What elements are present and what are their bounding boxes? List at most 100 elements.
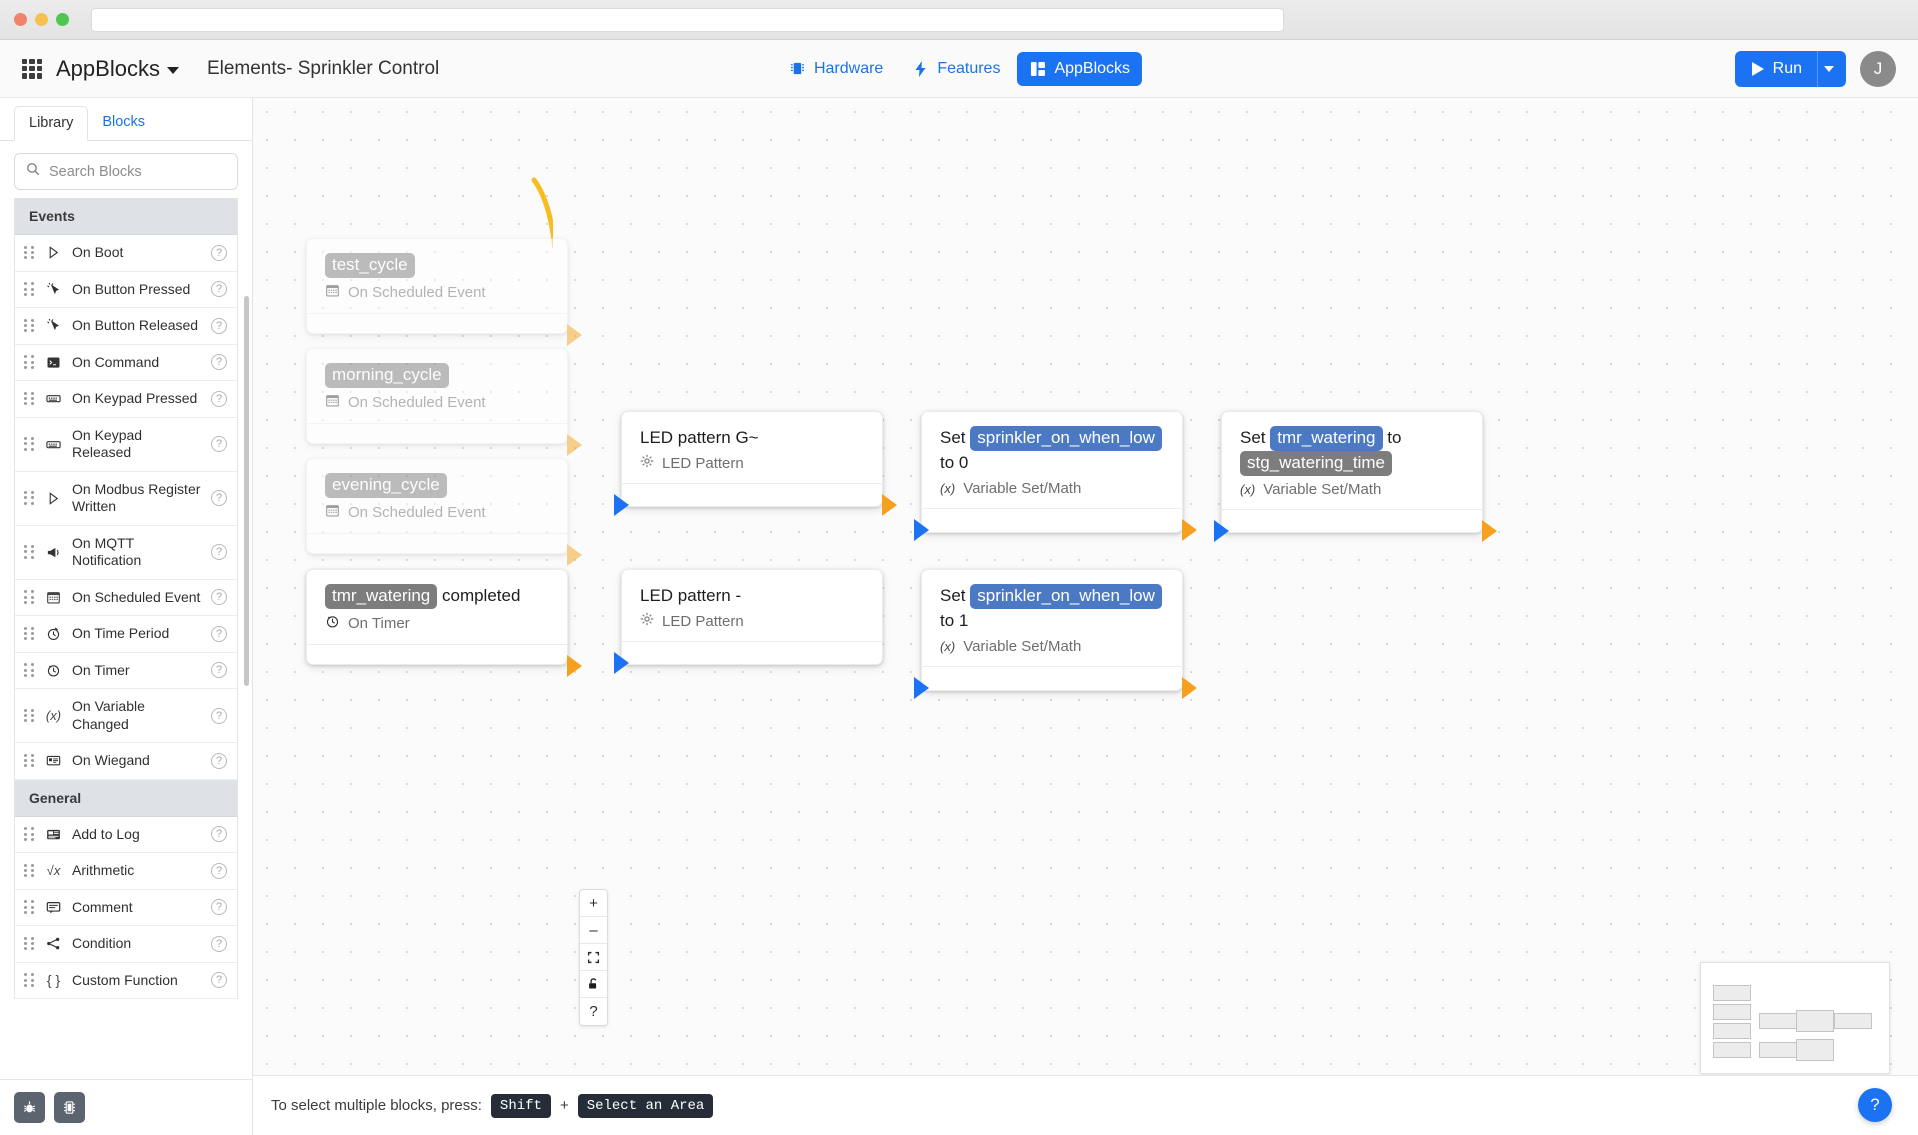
help-icon[interactable]: ? <box>211 436 227 452</box>
search-input[interactable] <box>49 163 226 180</box>
library-category-header[interactable]: Events <box>15 198 237 235</box>
drag-handle-icon[interactable] <box>24 590 35 604</box>
library-block-on-modbus-register-written[interactable]: On Modbus Register Written? <box>15 471 237 526</box>
library-block-on-keypad-released[interactable]: On Keypad Released? <box>15 417 237 472</box>
run-options-button[interactable] <box>1817 50 1846 87</box>
tab-blocks[interactable]: Blocks <box>102 114 146 130</box>
nav-item-features[interactable]: Features <box>899 52 1012 86</box>
device-chip-icon[interactable] <box>54 1092 85 1123</box>
drag-handle-icon[interactable] <box>24 936 35 951</box>
canvas-minimap[interactable] <box>1700 962 1890 1074</box>
search-box[interactable] <box>14 153 238 190</box>
browser-url-bar[interactable] <box>91 7 1284 32</box>
node-output-port[interactable] <box>567 655 582 678</box>
drag-handle-icon[interactable] <box>24 391 35 406</box>
canvas-node[interactable]: LED pattern -LED Pattern <box>614 569 883 675</box>
library-block-on-command[interactable]: On Command? <box>15 344 237 381</box>
node-output-port[interactable] <box>882 494 897 517</box>
brand-menu[interactable]: AppBlocks <box>56 56 179 82</box>
drag-handle-icon[interactable] <box>24 973 35 987</box>
library-scrollbar[interactable] <box>244 296 249 686</box>
library-block-on-variable-changed[interactable]: (x)On Variable Changed? <box>15 689 237 743</box>
help-icon[interactable]: ? <box>211 972 227 989</box>
help-icon[interactable]: ? <box>211 899 227 916</box>
canvas-node[interactable]: Set tmr_watering to stg_watering_time(x)… <box>1214 411 1497 543</box>
help-icon[interactable]: ? <box>211 281 227 298</box>
library-block-condition[interactable]: Condition? <box>15 926 237 963</box>
node-input-port[interactable] <box>914 676 929 699</box>
help-icon[interactable]: ? <box>211 707 227 724</box>
drag-handle-icon[interactable] <box>24 245 35 260</box>
library-block-on-keypad-pressed[interactable]: On Keypad Pressed? <box>15 381 237 418</box>
library-block-on-mqtt-notification[interactable]: On MQTT Notification? <box>15 525 237 580</box>
drag-handle-icon[interactable] <box>24 626 35 641</box>
zoom-out-button[interactable]: – <box>580 917 607 944</box>
help-icon[interactable]: ? <box>211 544 227 560</box>
library-block-on-time-period[interactable]: On Time Period? <box>15 616 237 653</box>
help-icon[interactable]: ? <box>211 317 227 334</box>
zoom-window-button[interactable] <box>56 13 69 26</box>
help-icon[interactable]: ? <box>211 752 227 769</box>
library-block-add-to-log[interactable]: Add to Log? <box>15 816 237 853</box>
help-icon[interactable]: ? <box>211 625 227 642</box>
node-input-port[interactable] <box>614 494 629 517</box>
canvas-node[interactable]: Set sprinkler_on_when_low to 1(x)Variabl… <box>914 569 1197 699</box>
help-fab-button[interactable]: ? <box>1858 1088 1892 1122</box>
node-output-port[interactable] <box>1482 520 1497 543</box>
node-output-port[interactable] <box>1182 518 1197 541</box>
node-input-port[interactable] <box>914 518 929 541</box>
library-block-on-wiegand[interactable]: On Wiegand? <box>15 743 237 780</box>
node-input-port[interactable] <box>1214 520 1229 543</box>
help-icon[interactable]: ? <box>211 826 227 843</box>
library-block-on-button-pressed[interactable]: On Button Pressed? <box>15 271 237 308</box>
node-output-port[interactable] <box>567 324 582 347</box>
drag-handle-icon[interactable] <box>24 318 35 333</box>
tab-library[interactable]: Library <box>14 106 89 141</box>
drag-handle-icon[interactable] <box>24 437 35 451</box>
drag-handle-icon[interactable] <box>24 545 35 559</box>
minimize-window-button[interactable] <box>35 13 48 26</box>
drag-handle-icon[interactable] <box>24 753 35 768</box>
library-block-on-scheduled-event[interactable]: On Scheduled Event? <box>15 579 237 616</box>
canvas-node[interactable]: Set sprinkler_on_when_low to 0(x)Variabl… <box>914 411 1197 541</box>
help-icon[interactable]: ? <box>211 244 227 261</box>
help-icon[interactable]: ? <box>211 862 227 879</box>
library-block-on-button-released[interactable]: On Button Released? <box>15 308 237 345</box>
help-icon[interactable]: ? <box>211 662 227 679</box>
drag-handle-icon[interactable] <box>24 282 35 296</box>
help-icon[interactable]: ? <box>211 589 227 606</box>
library-block-comment[interactable]: Comment? <box>15 889 237 926</box>
drag-handle-icon[interactable] <box>24 863 35 878</box>
library-category-header[interactable]: General <box>15 779 237 817</box>
nav-item-appblocks[interactable]: AppBlocks <box>1016 51 1143 86</box>
apps-grid-icon[interactable] <box>22 58 42 79</box>
drag-handle-icon[interactable] <box>24 827 35 841</box>
debug-bug-icon[interactable] <box>14 1092 45 1123</box>
lock-open-icon-button[interactable] <box>580 971 607 998</box>
library-block-custom-function[interactable]: { }Custom Function? <box>15 962 237 999</box>
help-icon[interactable]: ? <box>211 354 227 371</box>
library-block-on-boot[interactable]: On Boot? <box>15 235 237 272</box>
node-output-port[interactable] <box>567 544 582 567</box>
node-output-port[interactable] <box>567 434 582 457</box>
node-input-port[interactable] <box>614 652 629 675</box>
drag-handle-icon[interactable] <box>24 491 35 505</box>
canvas-node[interactable]: LED pattern G~LED Pattern <box>614 411 897 517</box>
fit-screen-button[interactable] <box>580 944 607 971</box>
drag-handle-icon[interactable] <box>24 355 35 369</box>
drag-handle-icon[interactable] <box>24 708 35 723</box>
drag-handle-icon[interactable] <box>24 663 35 677</box>
node-output-port[interactable] <box>1182 676 1197 699</box>
help-icon[interactable]: ? <box>211 490 227 506</box>
help-icon[interactable]: ? <box>211 390 227 407</box>
help-icon[interactable]: ? <box>211 935 227 952</box>
library-block-on-timer[interactable]: On Timer? <box>15 652 237 689</box>
canvas-help-button[interactable]: ? <box>589 1003 598 1020</box>
